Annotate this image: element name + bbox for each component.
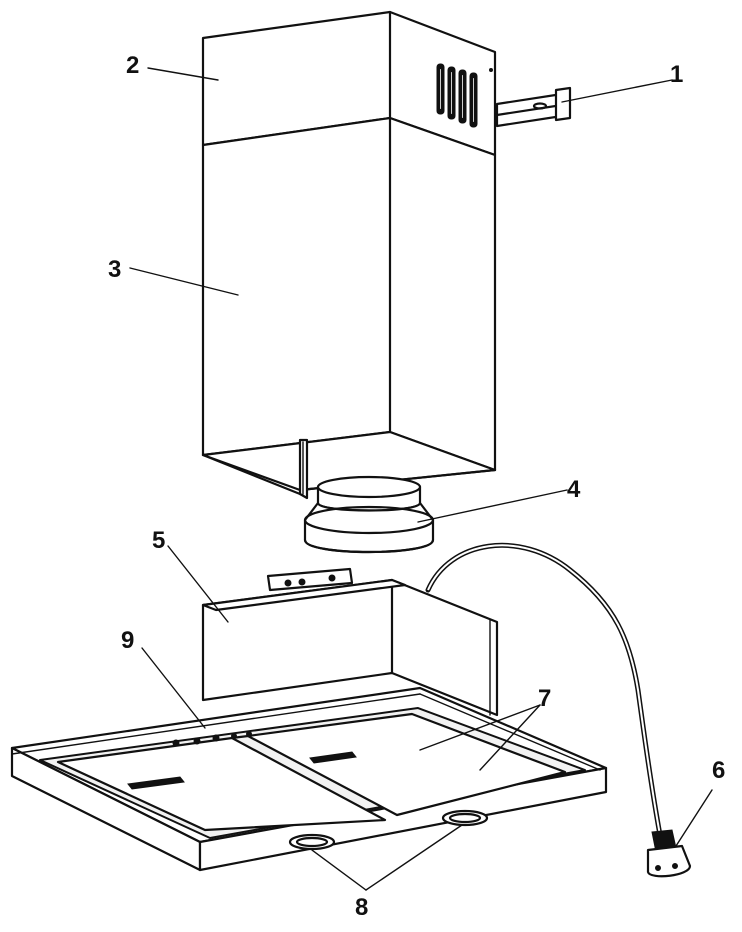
callout-7: 7 [538, 685, 551, 712]
lamp-left [288, 833, 336, 851]
lamp-right [441, 809, 489, 827]
power-cord [425, 542, 663, 838]
callout-5: 5 [152, 527, 165, 554]
wall-bracket [495, 86, 572, 128]
power-plug [646, 829, 692, 878]
callout-6: 6 [712, 757, 725, 784]
callout-1: 1 [670, 61, 683, 88]
control-panel [172, 731, 252, 747]
upper-chimney [201, 10, 497, 157]
callout-3: 3 [108, 256, 121, 283]
callout-labels: 1 2 3 4 5 6 7 8 9 [108, 52, 725, 921]
callout-8: 8 [355, 894, 368, 921]
chimney-vents [436, 63, 478, 128]
duct-adapter [303, 475, 435, 554]
callout-9: 9 [121, 627, 134, 654]
leader-lines [129, 67, 713, 891]
callout-4: 4 [567, 476, 581, 503]
hood-canopy [10, 686, 608, 872]
callout-2: 2 [126, 52, 139, 79]
motor-housing [201, 567, 499, 717]
lower-chimney [201, 116, 497, 500]
